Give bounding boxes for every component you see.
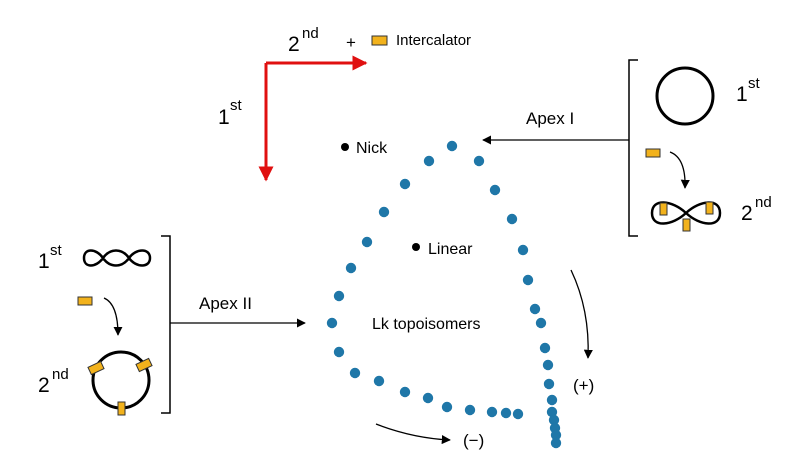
linear-label: Linear [428, 241, 473, 258]
intercalation-arrow [669, 151, 690, 189]
apex-two-panel: Apex II 1 st 2 nd [38, 235, 306, 416]
topoisomer-spot [446, 140, 458, 152]
apex-one-second-sup: nd [755, 194, 772, 211]
apex-two-bracket [161, 235, 171, 414]
linear-marker [412, 243, 420, 251]
apex-two-first-sup: st [50, 242, 63, 259]
topoisomer-spot [517, 244, 529, 256]
topoisomer-spot [473, 155, 485, 167]
topoisomer-spot [550, 437, 562, 449]
topoisomer-spot [378, 206, 390, 218]
intercalator-icon [135, 357, 153, 373]
positive-supercoil-arrow [570, 269, 593, 359]
apex-one-panel: Apex I 1 st 2 nd [482, 59, 772, 237]
topoisomers-label: Lk topoisomers [372, 316, 481, 333]
intercalator-icon [117, 401, 126, 416]
negative-supercoil-arrow [375, 423, 451, 445]
topoisomer-spot [529, 303, 541, 315]
axis-first-label: 1 [218, 106, 230, 129]
topoisomer-spot [422, 392, 434, 404]
negative-label: (−) [463, 431, 484, 450]
supercoiled-icon [650, 201, 722, 225]
topoisomer-spot [373, 375, 385, 387]
topoisomer-spot [535, 317, 547, 329]
topoisomer-spot [441, 401, 453, 413]
topoisomer-spot [550, 429, 562, 441]
topoisomer-spot [546, 394, 558, 406]
topoisomer-spot [512, 408, 524, 420]
dimension-axes: 2 nd + Intercalator 1 st [218, 25, 471, 182]
topoisomer-spot [345, 262, 357, 274]
topoisomer-spot [399, 178, 411, 190]
topoisomer-spot [506, 213, 518, 225]
topoisomer-spot [361, 236, 373, 248]
positive-label: (+) [573, 376, 594, 395]
apex-one-first-label: 1 [736, 83, 748, 106]
topoisomer-spot [464, 404, 476, 416]
topoisomer-spot [326, 317, 338, 329]
relaxed-circle-icon [655, 66, 715, 126]
apex-one-first-sup: st [748, 75, 761, 92]
topoisomer-spot [542, 359, 554, 371]
intercalation-arrow [103, 297, 123, 336]
topoisomer-spot [522, 274, 534, 286]
topoisomer-spot [333, 290, 345, 302]
apex-two-second-sup: nd [52, 366, 69, 383]
apex-one-bracket [628, 59, 638, 237]
nick-label: Nick [356, 140, 388, 157]
intercalator-icon [77, 296, 93, 306]
apex-two-label: Apex II [199, 294, 252, 313]
topoisomer-spots [326, 140, 562, 449]
intercalator-icon [705, 201, 714, 215]
topoisomer-spot [539, 342, 551, 354]
nick-marker [341, 143, 349, 151]
axis-first-sup: st [230, 97, 243, 114]
intercalator-icon [371, 35, 388, 46]
topoisomer-spot [543, 378, 555, 390]
topoisomer-spot [489, 184, 501, 196]
intercalator-label: Intercalator [396, 32, 471, 49]
topoisomer-spot [423, 155, 435, 167]
intercalator-icon [87, 360, 105, 376]
axis-second-sup: nd [302, 25, 319, 42]
apex-one-label: Apex I [526, 109, 574, 128]
axis-second-label: 2 [288, 33, 300, 56]
topoisomer-spot [486, 406, 498, 418]
topoisomer-spot [548, 414, 560, 426]
plus-sign: + [346, 33, 356, 52]
topoisomer-spot [333, 346, 345, 358]
topoisomer-spot [546, 406, 558, 418]
topoisomer-spot [349, 367, 361, 379]
topoisomer-spot [399, 386, 411, 398]
topoisomer-spot [500, 407, 512, 419]
intercalator-icon [645, 148, 661, 158]
apex-two-second-label: 2 [38, 374, 50, 397]
apex-two-first-label: 1 [38, 250, 50, 273]
apex-one-second-label: 2 [741, 202, 753, 225]
intercalator-icon [682, 218, 691, 232]
gel-pattern: Nick Linear Lk topoisomers (+) (−) [326, 140, 594, 450]
intercalator-icon [659, 202, 668, 216]
relaxed-circle-icon [91, 350, 151, 410]
supercoiled-icon [82, 249, 152, 267]
